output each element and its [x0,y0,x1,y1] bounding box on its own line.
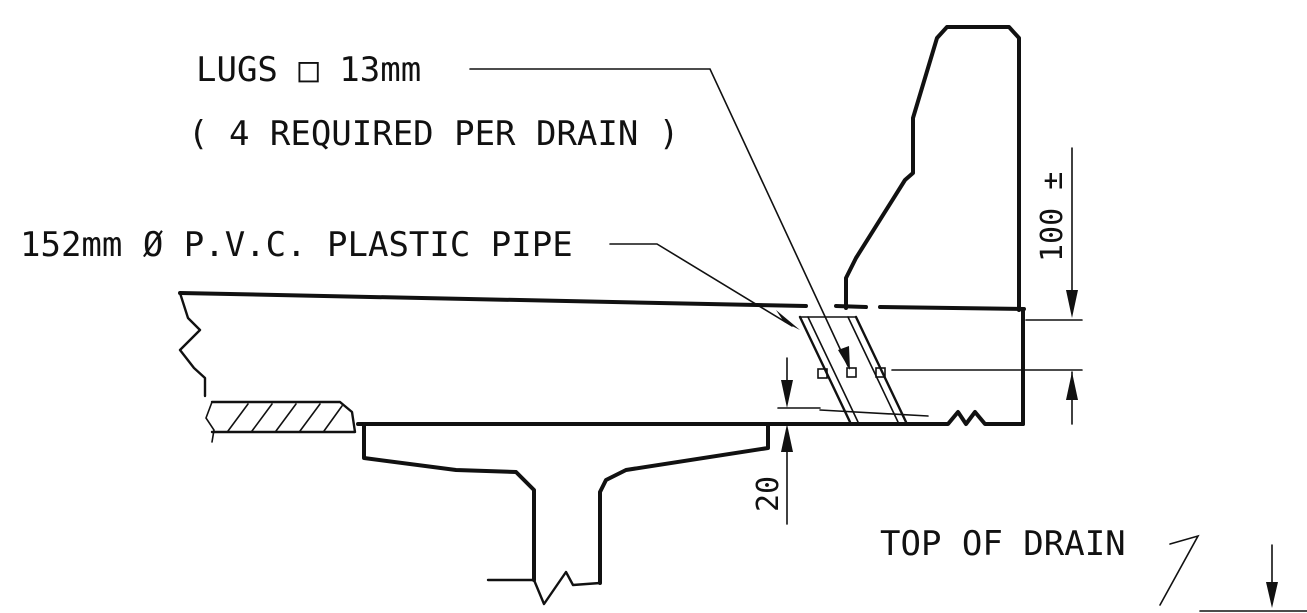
lug-1 [817,368,828,379]
precast-panel-outline [210,400,357,434]
panel-hatch-4 [299,403,321,432]
pipe-wall-right-inner [847,316,899,423]
deck-top-line-end [878,305,1026,311]
girder-break [486,570,602,606]
dim-label-20: 20 [751,476,786,512]
panel-hatch-3 [275,403,297,432]
panel-hatch-2 [251,403,273,432]
panel-break [205,401,215,443]
label-lugs: LUGS □ 13mm [196,50,421,90]
deck-break-line [178,291,207,398]
dim-arrow-20 [781,424,793,452]
lug-3 [875,367,886,378]
girder-outline [362,422,536,582]
barrier-outline [844,25,1021,312]
lug-2 [846,367,857,378]
dim-arrow-lower [1066,372,1078,400]
panel-hatch-1 [227,403,249,432]
dim-arrow-top-of-drain [1266,582,1278,608]
pipe-wall-left-inner [807,316,859,423]
label-pipe: 152mm Ø P.V.C. PLASTIC PIPE [20,225,573,265]
leader-pipe-arrow [776,310,800,330]
pipe-wall-right-outer [854,315,908,424]
deck-top-line [178,291,808,308]
dim-label-100: 100 ± [1035,172,1070,262]
leader-pipe [609,243,793,327]
label-top-of-drain: TOP OF DRAIN [880,524,1126,564]
deck-top-line-dash [834,304,868,309]
dim-arrow-pipe-base [781,380,793,408]
girder-outline-right [598,422,770,585]
leader-lugs [469,68,849,367]
panel-hatch-5 [323,405,343,432]
leader-top-of-drain [1159,534,1200,606]
label-lugs-note: ( 4 REQUIRED PER DRAIN ) [188,114,679,154]
leader-lugs-arrow [838,346,850,370]
dim-arrow-100 [1066,290,1078,318]
deck-bottom-line [356,410,1025,426]
pipe-bottom-ext [819,409,929,417]
